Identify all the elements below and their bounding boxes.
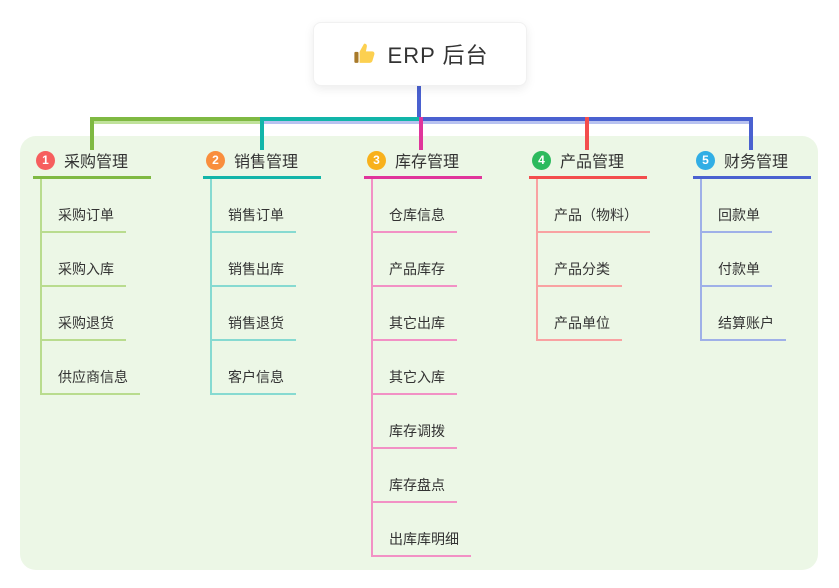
child-node[interactable]: 库存调拨 (373, 421, 457, 449)
child-node[interactable]: 产品单位 (538, 313, 622, 341)
connector-horizontal-segment (262, 117, 421, 124)
child-row: 销售出库 (212, 233, 321, 287)
child-row: 出库库明细 (373, 503, 482, 557)
child-node[interactable]: 库存盘点 (373, 475, 457, 503)
connector-branch-drop (260, 117, 264, 150)
child-row: 库存盘点 (373, 449, 482, 503)
branch-underline (203, 176, 321, 179)
branch-title: 销售管理 (234, 154, 299, 171)
branch-header[interactable]: 1 采购管理 (33, 146, 151, 174)
branch-underline (33, 176, 151, 179)
branch-column-1: 1 采购管理 采购订单 采购入库 采购退货 供应商信息 (33, 146, 151, 395)
child-node[interactable]: 销售订单 (212, 205, 296, 233)
child-row: 结算账户 (702, 287, 811, 341)
branch-number-badge: 1 (36, 150, 55, 170)
child-row: 产品库存 (373, 233, 482, 287)
child-node[interactable]: 采购退货 (42, 313, 126, 341)
branch-column-2: 2 销售管理 销售订单 销售出库 销售退货 客户信息 (203, 146, 321, 395)
child-row: 采购退货 (42, 287, 151, 341)
child-node[interactable]: 销售出库 (212, 259, 296, 287)
branch-column-3: 3 库存管理 仓库信息 产品库存 其它出库 其它入库 库存调拨 库存盘点 出库库… (364, 146, 482, 557)
child-node[interactable]: 产品（物料） (538, 205, 650, 233)
branch-children: 采购订单 采购入库 采购退货 供应商信息 (40, 179, 151, 395)
child-node[interactable]: 采购入库 (42, 259, 126, 287)
child-node[interactable]: 付款单 (702, 259, 772, 287)
branch-underline (693, 176, 811, 179)
connector-horizontal-segment (90, 117, 262, 124)
branch-children: 回款单 付款单 结算账户 (700, 179, 811, 341)
child-row: 回款单 (702, 179, 811, 233)
root-node[interactable]: ERP 后台 (313, 22, 527, 86)
child-node[interactable]: 出库库明细 (373, 529, 471, 557)
child-row: 付款单 (702, 233, 811, 287)
branch-number-badge: 3 (367, 150, 386, 170)
child-node[interactable]: 销售退货 (212, 313, 296, 341)
child-node[interactable]: 其它入库 (373, 367, 457, 395)
child-row: 销售订单 (212, 179, 321, 233)
branch-header[interactable]: 4 产品管理 (529, 146, 650, 174)
child-row: 仓库信息 (373, 179, 482, 233)
child-node[interactable]: 仓库信息 (373, 205, 457, 233)
child-row: 产品分类 (538, 233, 650, 287)
branch-header[interactable]: 3 库存管理 (364, 146, 482, 174)
branch-children: 产品（物料） 产品分类 产品单位 (536, 179, 650, 341)
child-node[interactable]: 客户信息 (212, 367, 296, 395)
child-row: 库存调拨 (373, 395, 482, 449)
branch-title: 财务管理 (724, 154, 789, 171)
child-node[interactable]: 采购订单 (42, 205, 126, 233)
child-node[interactable]: 产品库存 (373, 259, 457, 287)
connector-branch-drop (585, 117, 589, 150)
child-row: 产品（物料） (538, 179, 650, 233)
branch-header[interactable]: 2 销售管理 (203, 146, 321, 174)
branch-column-4: 4 产品管理 产品（物料） 产品分类 产品单位 (529, 146, 650, 341)
child-node[interactable]: 回款单 (702, 205, 772, 233)
child-row: 供应商信息 (42, 341, 151, 395)
connector-branch-drop (419, 117, 423, 150)
connector-branch-drop (749, 117, 753, 150)
branch-title: 采购管理 (64, 154, 129, 171)
child-row: 销售退货 (212, 287, 321, 341)
branch-number-badge: 2 (206, 150, 225, 170)
mindmap-panel (20, 136, 818, 570)
branch-number-badge: 4 (532, 150, 551, 170)
child-node[interactable]: 产品分类 (538, 259, 622, 287)
child-row: 其它入库 (373, 341, 482, 395)
child-node[interactable]: 其它出库 (373, 313, 457, 341)
branch-underline (364, 176, 482, 179)
thumbs-up-icon (352, 41, 378, 67)
child-row: 其它出库 (373, 287, 482, 341)
branch-number-badge: 5 (696, 150, 715, 170)
branch-title: 产品管理 (560, 154, 625, 171)
branch-children: 仓库信息 产品库存 其它出库 其它入库 库存调拨 库存盘点 出库库明细 (371, 179, 482, 557)
child-row: 采购订单 (42, 179, 151, 233)
child-row: 客户信息 (212, 341, 321, 395)
branch-column-5: 5 财务管理 回款单 付款单 结算账户 (693, 146, 811, 341)
child-node[interactable]: 供应商信息 (42, 367, 140, 395)
connector-root-stem (417, 84, 421, 118)
branch-header[interactable]: 5 财务管理 (693, 146, 811, 174)
child-row: 采购入库 (42, 233, 151, 287)
branch-underline (529, 176, 647, 179)
child-row: 产品单位 (538, 287, 650, 341)
child-node[interactable]: 结算账户 (702, 313, 786, 341)
branch-title: 库存管理 (395, 154, 460, 171)
connector-branch-drop (90, 117, 94, 150)
root-node-label: ERP 后台 (387, 43, 489, 68)
branch-children: 销售订单 销售出库 销售退货 客户信息 (210, 179, 321, 395)
